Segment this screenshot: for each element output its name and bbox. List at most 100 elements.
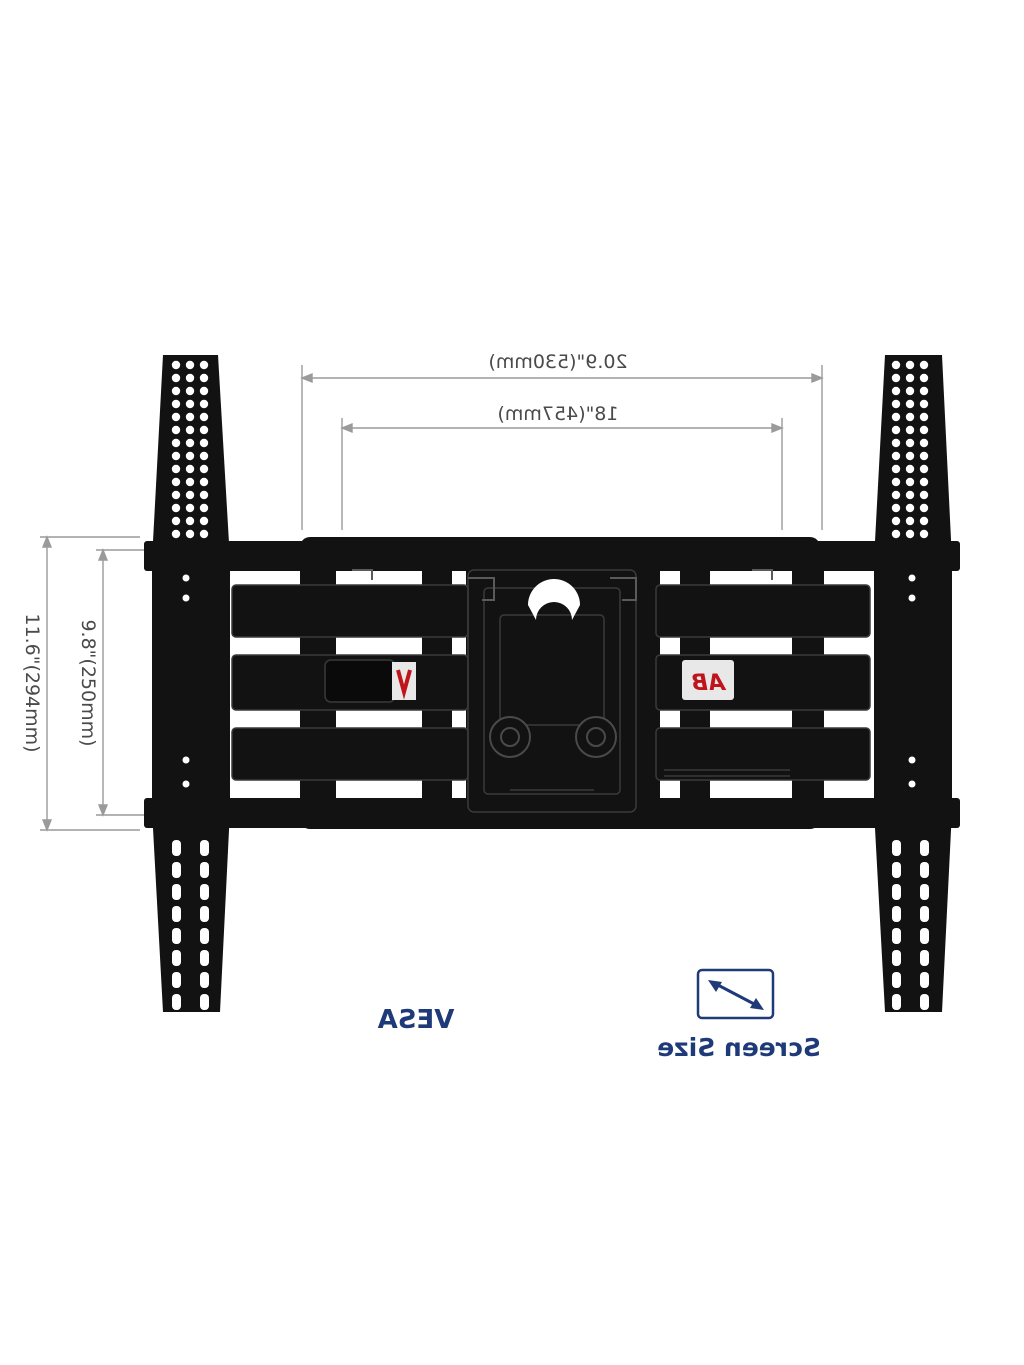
bracket-slot	[172, 972, 181, 988]
bracket-slot	[892, 862, 901, 878]
bracket-hole	[919, 451, 929, 461]
bracket-slot	[172, 906, 181, 922]
bracket-hole	[905, 503, 915, 513]
bracket-hole	[199, 464, 209, 474]
bracket-slot	[892, 840, 901, 856]
bracket-hole	[185, 529, 195, 539]
bracket-slot	[920, 884, 929, 900]
bracket-slot	[200, 884, 209, 900]
arm-left-lower	[232, 728, 468, 780]
bracket-slot	[892, 928, 901, 944]
brand-logo-text: AB	[691, 671, 727, 696]
bracket-hole	[891, 360, 901, 370]
bracket-hole	[185, 373, 195, 383]
bracket-hole	[199, 425, 209, 435]
bracket-slot	[200, 928, 209, 944]
bracket-hole	[171, 464, 181, 474]
bottom-rail	[144, 798, 960, 828]
bracket-hole	[171, 399, 181, 409]
bracket-hole	[905, 464, 915, 474]
bracket-hole	[919, 399, 929, 409]
bracket-slot	[920, 950, 929, 966]
bracket-hole	[905, 373, 915, 383]
bracket-hole	[905, 477, 915, 487]
bracket-hole	[919, 425, 929, 435]
bracket-slot	[892, 972, 901, 988]
bracket-slot	[172, 928, 181, 944]
bracket-hole	[171, 451, 181, 461]
bracket-hole	[891, 438, 901, 448]
bracket-hole	[171, 360, 181, 370]
bracket-hole	[182, 756, 190, 764]
bracket-slot	[172, 884, 181, 900]
bracket-slot	[892, 950, 901, 966]
bracket-hole	[171, 516, 181, 526]
bracket-hole	[891, 464, 901, 474]
bracket-hole	[905, 360, 915, 370]
bracket-hole	[891, 503, 901, 513]
arm-left-upper	[232, 585, 468, 637]
bracket-hole	[199, 451, 209, 461]
dimension-label-inner-width: 18"(457mm)	[497, 403, 618, 425]
bracket-hole	[199, 386, 209, 396]
bracket-slot	[200, 906, 209, 922]
bracket-slot	[920, 994, 929, 1010]
dimension-label-outer-height: 11.6"(294mm)	[21, 613, 43, 752]
bracket-hole	[171, 529, 181, 539]
bracket-hole	[171, 425, 181, 435]
bracket-hole	[185, 399, 195, 409]
tilt-knobs	[489, 716, 617, 758]
bracket-slot	[172, 862, 181, 878]
bracket-hole	[919, 464, 929, 474]
bracket-hole	[185, 360, 195, 370]
bracket-hole	[171, 438, 181, 448]
left-vertical-bracket	[152, 355, 230, 1012]
bracket-holes	[171, 360, 929, 1010]
dimension-lines	[40, 365, 824, 832]
bracket-hole	[919, 490, 929, 500]
bracket-slot	[172, 840, 181, 856]
vesa-label: VESA	[378, 1005, 455, 1035]
bracket-slot	[172, 994, 181, 1010]
bracket-hole	[182, 594, 190, 602]
bracket-hole	[171, 503, 181, 513]
center-wall-plate	[468, 570, 636, 812]
bracket-hole	[199, 373, 209, 383]
bracket-slot	[920, 840, 929, 856]
bracket-slot	[200, 862, 209, 878]
bracket-hole	[891, 451, 901, 461]
screen-size-label: Screen Size	[657, 1033, 821, 1062]
bracket-hole	[905, 386, 915, 396]
bracket-hole	[182, 574, 190, 582]
bracket-hole	[199, 360, 209, 370]
bracket-hole	[199, 399, 209, 409]
bracket-hole	[891, 477, 901, 487]
bracket-hole	[199, 438, 209, 448]
bracket-hole	[199, 529, 209, 539]
bracket-hole	[171, 490, 181, 500]
center-plate-hooks	[352, 569, 773, 601]
bracket-hole	[891, 425, 901, 435]
bracket-hole	[185, 412, 195, 422]
bracket-slot	[920, 906, 929, 922]
bracket-hole	[919, 412, 929, 422]
bracket-hole	[905, 438, 915, 448]
bracket-hole	[905, 529, 915, 539]
bracket-hole	[908, 780, 916, 788]
bracket-slot	[920, 862, 929, 878]
bracket-hole	[185, 438, 195, 448]
bracket-slot	[892, 906, 901, 922]
bracket-hole	[905, 490, 915, 500]
bracket-hole	[919, 516, 929, 526]
bracket-hole	[185, 451, 195, 461]
bracket-hole	[891, 386, 901, 396]
bracket-hole	[891, 412, 901, 422]
bracket-hole	[919, 438, 929, 448]
bracket-hole	[891, 399, 901, 409]
bracket-hole	[919, 360, 929, 370]
bracket-hole	[199, 490, 209, 500]
bracket-hole	[185, 503, 195, 513]
bracket-hole	[905, 516, 915, 526]
dimension-label-inner-height: 9.8"(250mm)	[77, 619, 99, 746]
